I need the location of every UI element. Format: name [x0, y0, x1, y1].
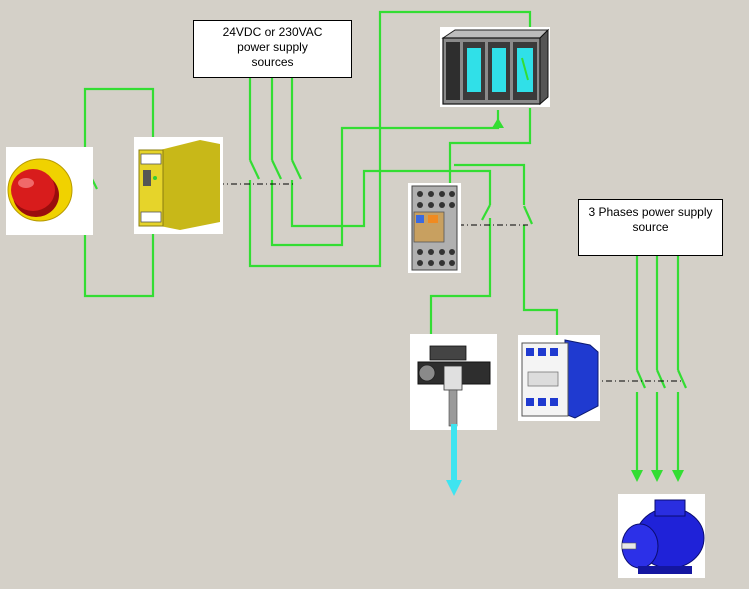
three-phase-supply-label: 3 Phases power supply source [578, 199, 723, 256]
power-supply-sources-line-3: sources [251, 55, 294, 69]
relay-indicator-orange [428, 215, 438, 223]
wire-relay-valve [429, 218, 492, 368]
plc-top [441, 29, 550, 39]
estop-highlight [18, 178, 34, 188]
plc-cpu [446, 42, 460, 100]
three-phase-supply-line-1: 3 Phases power supply [588, 205, 713, 219]
wire-supply-2b [270, 110, 500, 247]
safety-relay-side [160, 140, 220, 230]
safety-relay-terminal-bottom [140, 211, 162, 223]
contactor-terminals-bottom [526, 398, 558, 406]
wire-estop-loop [83, 87, 155, 165]
wire-plc-to-relay [448, 108, 532, 192]
safety-relay-led-block [143, 170, 151, 186]
valve-coil-cap [418, 364, 436, 382]
wire-supply-1b [248, 10, 532, 268]
wire-relay-contactor [454, 163, 526, 205]
arrow-motor-2 [651, 470, 663, 482]
wire-3ph-1-switch [635, 369, 647, 389]
contactor-side [564, 339, 599, 419]
valve-output-arrow-head [446, 480, 462, 496]
contactor-window [527, 371, 559, 387]
interface-relay [408, 183, 461, 273]
valve-connector [443, 365, 463, 391]
plc-module-2-screen [492, 48, 506, 92]
relay-terminals-bottom [417, 249, 455, 266]
wire-supply-3-switch [291, 159, 302, 180]
wire-3ph-3-switch [676, 369, 688, 389]
wire-3ph-2-switch [655, 369, 667, 389]
contactor-terminals-top [526, 348, 558, 356]
motor-foot [638, 566, 692, 574]
motor-shaft [621, 542, 637, 550]
relay-terminals-top [417, 191, 455, 208]
wires [83, 10, 688, 472]
wire-relay-contactor-b [522, 225, 559, 345]
plc-side [539, 28, 549, 106]
motor-terminal-box [654, 499, 686, 517]
wire-supply-2-switch [271, 159, 282, 180]
plc-wire-inside [521, 57, 529, 81]
safety-relay-led [153, 176, 157, 180]
relay-indicator-blue [416, 215, 424, 223]
plc-module-1-screen [467, 48, 481, 92]
wire-relay-valve-switch [481, 204, 491, 221]
arrow-plc-input-2 [492, 118, 504, 128]
wire-supply-3b [290, 169, 492, 228]
solenoid-valve [410, 334, 497, 430]
wire-estop-return [83, 192, 155, 298]
valve-top-block [429, 345, 467, 361]
power-supply-sources-line-1: 24VDC or 230VAC [222, 25, 323, 39]
three-phase-motor [618, 494, 705, 578]
relay-coil [413, 211, 445, 243]
motor-contactor [518, 335, 600, 421]
valve-output-arrow [446, 424, 462, 496]
power-supply-sources-label: 24VDC or 230VAC power supply sources [193, 20, 352, 78]
valve-output-arrow-shaft [451, 424, 457, 482]
wire-supply-1-switch [249, 159, 260, 180]
arrow-motor-1 [631, 470, 643, 482]
three-phase-supply-line-2: source [632, 220, 669, 234]
safety-relay-module [134, 137, 223, 234]
arrow-motor-3 [672, 470, 684, 482]
wire-relay-contactor-switch [522, 205, 534, 225]
safety-relay-terminal-top [140, 153, 162, 165]
emergency-stop-button [6, 147, 93, 235]
valve-stem [448, 389, 458, 427]
plc-rack [440, 27, 550, 107]
power-supply-sources-line-2: power supply [237, 40, 308, 54]
estop-mushroom [11, 169, 55, 211]
